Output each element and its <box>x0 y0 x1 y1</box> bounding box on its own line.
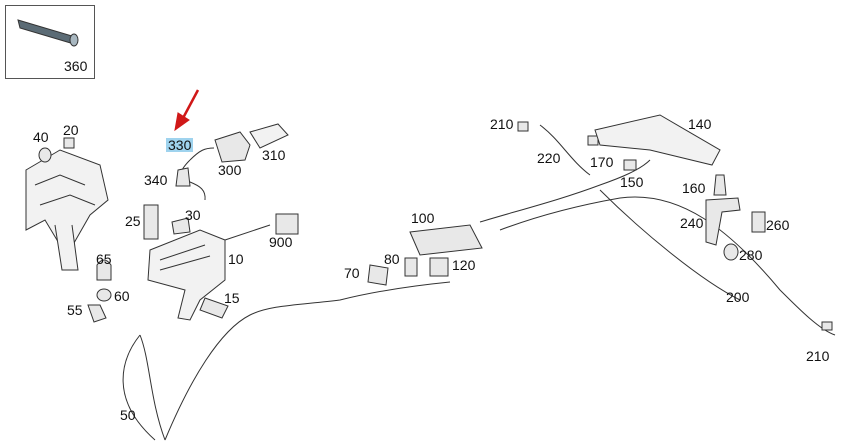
label-120[interactable]: 120 <box>452 257 476 273</box>
label-240[interactable]: 240 <box>680 215 704 231</box>
label-65[interactable]: 65 <box>96 251 112 267</box>
label-20[interactable]: 20 <box>63 122 79 138</box>
label-55[interactable]: 55 <box>67 302 83 318</box>
cable-50 <box>122 281 451 441</box>
label-220[interactable]: 220 <box>537 150 561 166</box>
inset-box-part-360: 360 <box>5 5 95 79</box>
part-360-drawing <box>17 19 79 47</box>
label-30[interactable]: 30 <box>185 207 201 223</box>
label-900[interactable]: 900 <box>269 234 293 250</box>
label-80[interactable]: 80 <box>384 251 400 267</box>
label-260[interactable]: 260 <box>766 217 790 233</box>
pedal-arm <box>54 224 79 271</box>
pedal-assembly <box>147 229 226 321</box>
label-300[interactable]: 300 <box>218 162 242 178</box>
part-310 <box>249 123 289 149</box>
cable-200 <box>599 189 741 301</box>
label-40[interactable]: 40 <box>33 129 49 145</box>
label-200[interactable]: 200 <box>726 289 750 305</box>
label-360[interactable]: 360 <box>64 58 88 74</box>
label-100[interactable]: 100 <box>411 210 435 226</box>
label-160[interactable]: 160 <box>682 180 706 196</box>
label-25[interactable]: 25 <box>125 213 141 229</box>
pedal-bracket <box>25 149 109 251</box>
label-310[interactable]: 310 <box>262 147 286 163</box>
label-70[interactable]: 70 <box>344 265 360 281</box>
label-210-bottom[interactable]: 210 <box>806 348 830 364</box>
label-140[interactable]: 140 <box>688 116 712 132</box>
label-210-top[interactable]: 210 <box>490 116 514 132</box>
label-15[interactable]: 15 <box>224 290 240 306</box>
label-330[interactable]: 330 <box>166 137 194 153</box>
label-50[interactable]: 50 <box>120 407 136 423</box>
label-10[interactable]: 10 <box>228 251 244 267</box>
label-60[interactable]: 60 <box>114 288 130 304</box>
red-arrow-icon <box>174 89 200 132</box>
label-170[interactable]: 170 <box>590 154 614 170</box>
part-300 <box>214 131 251 163</box>
bracket-140 <box>594 114 721 166</box>
lever-240 <box>705 197 741 246</box>
label-150[interactable]: 150 <box>620 174 644 190</box>
lever-100 <box>409 224 483 256</box>
label-340[interactable]: 340 <box>144 172 168 188</box>
label-280[interactable]: 280 <box>739 247 763 263</box>
